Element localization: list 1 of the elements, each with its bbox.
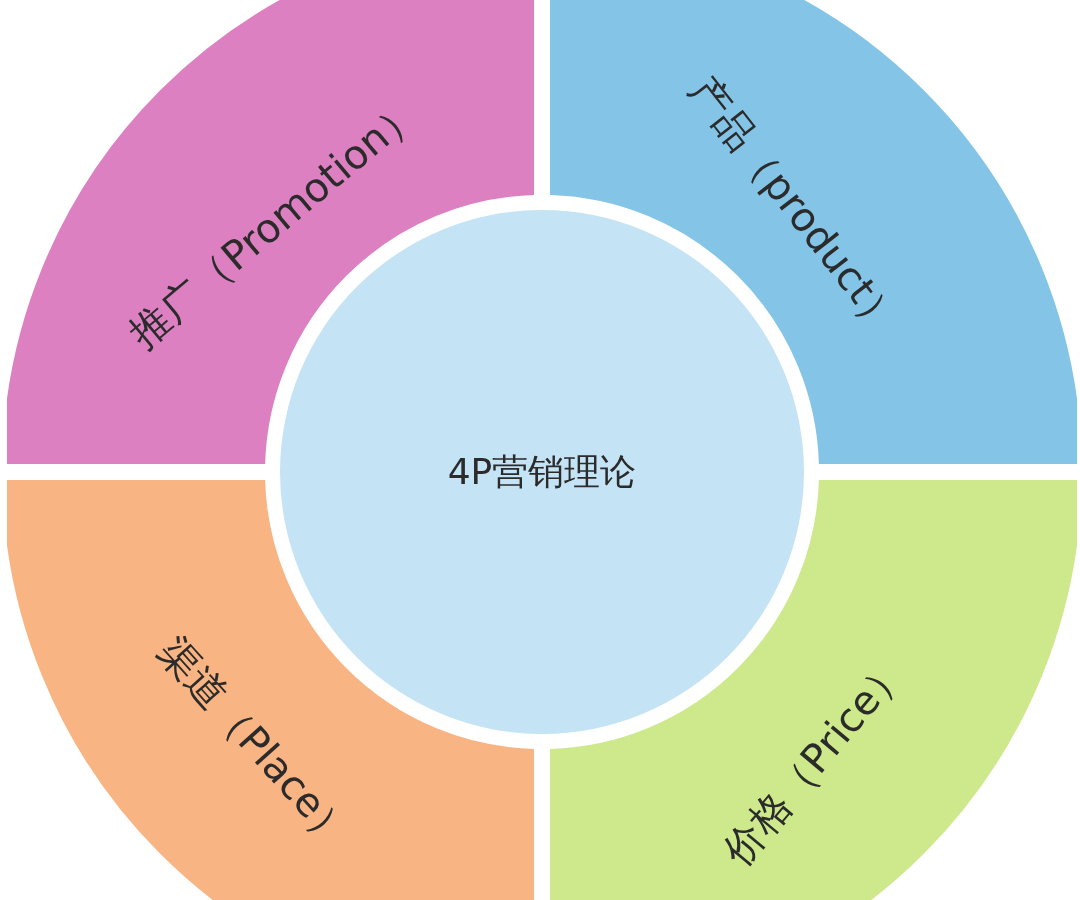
- center-label: 4P营销理论: [447, 449, 637, 494]
